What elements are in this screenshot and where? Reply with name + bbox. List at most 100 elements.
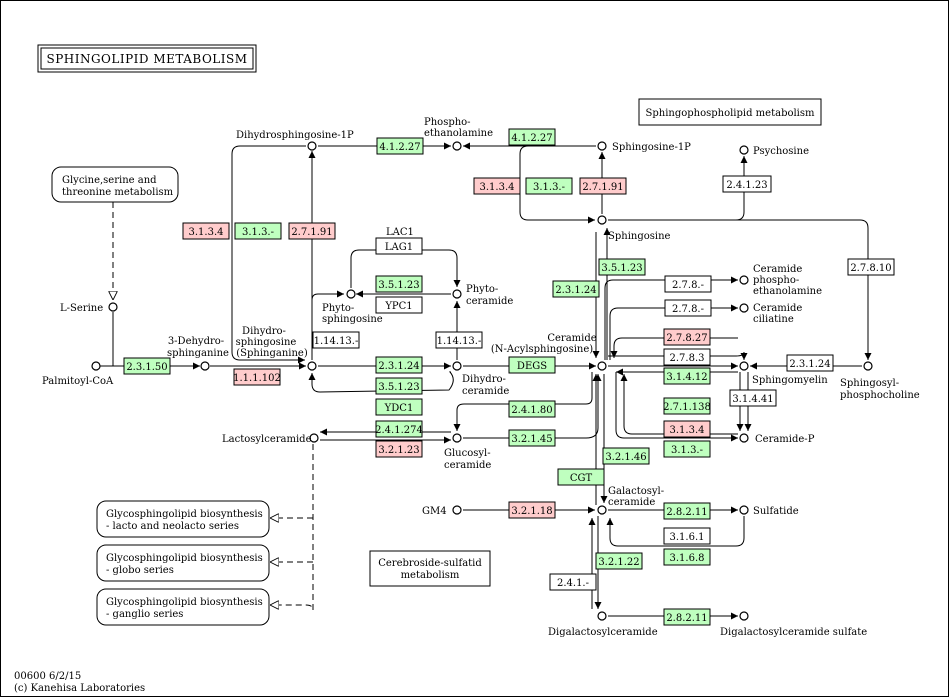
compound-node[interactable] <box>452 289 462 299</box>
enzyme-degs[interactable]: DEGS <box>508 356 556 374</box>
map-cerebroside-sulfatide[interactable]: Cerebroside-sulfatid metabolism <box>369 550 491 587</box>
map-glyco-ganglio[interactable]: Glycosphingolipid biosynthesis - ganglio… <box>96 588 270 626</box>
enzyme-label: 3.5.1.23 <box>378 280 419 291</box>
compound-node[interactable] <box>739 303 749 313</box>
compound-node[interactable] <box>597 611 607 621</box>
enzyme-e2-4-1-80[interactable]: 2.4.1.80 <box>508 400 556 418</box>
enzyme-box <box>508 501 556 519</box>
enzyme-label: 3.1.4.12 <box>666 372 707 383</box>
compound-node[interactable] <box>91 361 101 371</box>
enzyme-e2-7-1-138[interactable]: 2.7.1.138 <box>663 397 711 415</box>
enzyme-box <box>375 420 423 438</box>
enzyme-box <box>375 356 423 374</box>
enzyme-e2-8-2-11-a[interactable]: 2.8.2.11 <box>663 502 711 520</box>
label-phytoceramide: ceramide <box>466 296 513 307</box>
enzyme-e3-2-1-23[interactable]: 3.2.1.23 <box>375 440 423 458</box>
label-dihydrosphingosine: Dihydro- <box>242 326 286 337</box>
enzyme-e2-7-1-91-a[interactable]: 2.7.1.91 <box>288 222 336 240</box>
compound-node[interactable] <box>739 145 749 155</box>
enzyme-e3-5-1-23-c[interactable]: 3.5.1.23 <box>598 258 646 276</box>
enzyme-box <box>234 222 282 240</box>
compound-node[interactable] <box>309 433 319 443</box>
compound-node[interactable] <box>597 505 607 515</box>
label-sphingosine: Sphingosine <box>608 231 671 242</box>
enzyme-e2-7-8-10[interactable]: 2.7.8.10 <box>847 258 895 276</box>
compound-node[interactable] <box>739 275 749 285</box>
enzyme-e3-1-4-12[interactable]: 3.1.4.12 <box>663 367 711 385</box>
enzyme-e3-1-6-8[interactable]: 3.1.6.8 <box>663 548 711 566</box>
compound-node[interactable] <box>452 141 462 151</box>
label-lac1: LAC1 <box>386 227 414 238</box>
compound-node[interactable] <box>863 361 873 371</box>
enzyme-e2-3-1-24-b[interactable]: 2.3.1.24 <box>552 280 600 298</box>
enzyme-e3-1-3-4-a[interactable]: 3.1.3.4 <box>182 222 230 240</box>
compound-node[interactable] <box>452 361 462 371</box>
enzyme-e1-14-13-b[interactable]: 1.14.13.- <box>435 331 483 349</box>
enzyme-e2-3-1-50[interactable]: 2.3.1.50 <box>123 357 171 375</box>
enzyme-cgt[interactable]: CGT <box>557 468 605 486</box>
map-glyco-lacto[interactable]: Glycosphingolipid biosynthesis - lacto a… <box>96 500 270 538</box>
label-gm4: GM4 <box>422 506 447 517</box>
enzyme-e3-1-3-4-b[interactable]: 3.1.3.4 <box>473 177 521 195</box>
enzyme-box <box>786 354 834 372</box>
enzyme-e3-2-1-22[interactable]: 3.2.1.22 <box>595 552 643 570</box>
compound-node[interactable] <box>452 505 462 515</box>
compound-node[interactable] <box>307 141 317 151</box>
enzyme-box <box>182 222 230 240</box>
enzyme-e3-5-1-23-a[interactable]: 3.5.1.23 <box>375 275 423 293</box>
enzyme-e2-7-8-b[interactable]: 2.7.8.- <box>664 299 712 317</box>
enzyme-e2-8-2-11-b[interactable]: 2.8.2.11 <box>663 608 711 626</box>
enzyme-ydc1[interactable]: YDC1 <box>375 398 423 416</box>
enzyme-label: 3.1.6.1 <box>670 532 705 543</box>
compound-node[interactable] <box>597 361 607 371</box>
enzyme-e3-1-3-a[interactable]: 3.1.3.- <box>234 222 282 240</box>
compound-node[interactable] <box>307 361 317 371</box>
map-links: Glycine,serine and threonine metabolism … <box>51 98 822 626</box>
enzyme-box <box>508 356 556 374</box>
enzyme-label: 3.1.3.4 <box>480 182 515 193</box>
compound-node[interactable] <box>597 141 607 151</box>
map-glycine-serine-threonine[interactable]: Glycine,serine and threonine metabolism <box>51 166 179 203</box>
enzyme-box <box>663 440 711 458</box>
enzyme-e2-4-1-274[interactable]: 2.4.1.274 <box>375 420 423 438</box>
enzyme-e3-2-1-46[interactable]: 3.2.1.46 <box>602 447 650 465</box>
enzyme-e3-2-1-18[interactable]: 3.2.1.18 <box>508 501 556 519</box>
enzyme-label: 2.7.8.- <box>672 304 704 315</box>
label-dihydroceramide: ceramide <box>462 386 509 397</box>
enzyme-e2-3-1-24-c[interactable]: 2.3.1.24 <box>786 354 834 372</box>
label-dihydrosphingosine: sphingosine <box>236 337 297 348</box>
compound-node[interactable] <box>739 361 749 371</box>
enzyme-e4-1-2-27-b[interactable]: 4.1.2.27 <box>508 128 556 146</box>
enzyme-e3-5-1-23-b[interactable]: 3.5.1.23 <box>375 377 423 395</box>
compound-node[interactable] <box>739 505 749 515</box>
compound-node[interactable] <box>108 302 118 312</box>
enzyme-e2-7-8-a[interactable]: 2.7.8.- <box>664 275 712 293</box>
compound-node[interactable] <box>597 215 607 225</box>
enzyme-e2-7-8-3[interactable]: 2.7.8.3 <box>663 348 711 366</box>
enzyme-e4-1-2-27-a[interactable]: 4.1.2.27 <box>376 137 424 155</box>
enzyme-e2-7-8-27[interactable]: 2.7.8.27 <box>663 328 711 346</box>
compound-node[interactable] <box>739 433 749 443</box>
enzyme-e3-2-1-45[interactable]: 3.2.1.45 <box>508 429 556 447</box>
enzyme-lag1[interactable]: LAG1 <box>375 237 423 255</box>
compound-node[interactable] <box>452 433 462 443</box>
compound-node[interactable] <box>200 361 210 371</box>
enzyme-e3-1-6-1[interactable]: 3.1.6.1 <box>663 527 711 545</box>
label-ceramide-phosphoethanolamine: Ceramide <box>753 264 802 275</box>
enzyme-e3-1-4-41[interactable]: 3.1.4.41 <box>729 389 777 407</box>
map-glyco-globo[interactable]: Glycosphingolipid biosynthesis - globo s… <box>96 544 270 582</box>
enzyme-e2-4-1-23[interactable]: 2.4.1.23 <box>722 175 772 193</box>
compound-node[interactable] <box>739 611 749 621</box>
map-sphingophospholipid[interactable]: Sphingophospholipid metabolism <box>638 98 822 126</box>
enzyme-e2-3-1-24-a[interactable]: 2.3.1.24 <box>375 356 423 374</box>
label-sulfatide: Sulfatide <box>753 506 799 517</box>
compound-node[interactable] <box>346 289 356 299</box>
enzyme-e3-1-3-4-c[interactable]: 3.1.3.4 <box>663 420 711 438</box>
enzyme-e1-14-13-a[interactable]: 1.14.13.- <box>312 331 360 349</box>
enzyme-ypc1[interactable]: YPC1 <box>375 296 423 314</box>
enzyme-e3-1-3-c[interactable]: 3.1.3.- <box>663 440 711 458</box>
enzyme-e2-7-1-91-b[interactable]: 2.7.1.91 <box>579 177 627 195</box>
enzyme-e1-1-1-102[interactable]: 1.1.1.102 <box>233 368 281 386</box>
enzyme-e3-1-3-b[interactable]: 3.1.3.- <box>525 177 573 195</box>
enzyme-e2-4-1[interactable]: 2.4.1.- <box>549 573 597 591</box>
